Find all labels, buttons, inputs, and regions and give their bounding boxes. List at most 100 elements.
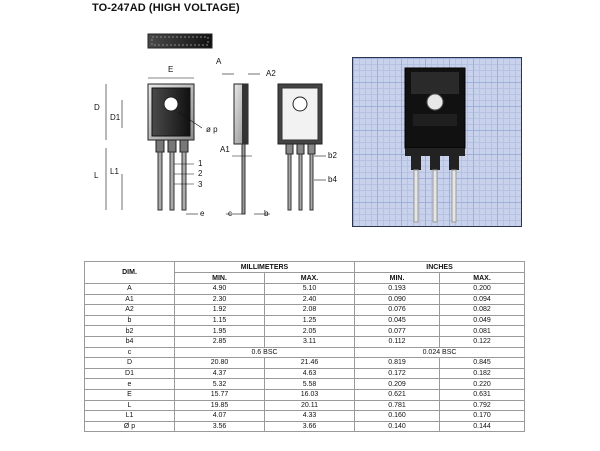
front-view xyxy=(147,83,195,211)
dim-label-L: L xyxy=(94,171,99,180)
dim-cell: L xyxy=(84,399,175,412)
dim-cell: b4 xyxy=(84,335,175,348)
in-min-cell: 0.193 xyxy=(354,283,441,295)
in-max-cell: 0.200 xyxy=(439,283,526,295)
side-view xyxy=(233,83,249,215)
in-max-cell: 0.182 xyxy=(439,367,526,380)
package-drawing: E A A2 D D1 ø p A1 b2 L L1 1 2 3 b4 e c … xyxy=(94,33,337,218)
mm-min-cell: 2.30 xyxy=(174,293,265,306)
mm-min-cell: 19.85 xyxy=(174,399,265,412)
mm-min-cell: 5.32 xyxy=(174,378,265,390)
in-max-cell: 0.144 xyxy=(439,420,526,433)
back-view xyxy=(277,83,323,211)
dim-label-phi-p: ø p xyxy=(206,125,218,134)
mm-max-cell: 1.25 xyxy=(263,314,356,327)
in-min-cell: 0.090 xyxy=(354,293,441,306)
dim-label-D: D xyxy=(94,103,100,112)
top-view-package xyxy=(147,33,213,49)
mm-min-cell: 4.90 xyxy=(174,283,265,295)
in-max-cell: 0.792 xyxy=(439,399,526,412)
dim-cell: e xyxy=(84,378,175,390)
pin-label-3: 3 xyxy=(198,180,203,189)
in-max-cell: 0.631 xyxy=(439,388,526,401)
in-min-cell: 0.140 xyxy=(354,420,441,433)
dim-cell: L1 xyxy=(84,410,175,422)
in-min-cell: 0.077 xyxy=(354,325,441,337)
mm-min-cell: 2.85 xyxy=(174,335,265,348)
dim-label-e: e xyxy=(200,209,205,218)
dim-label-c: c xyxy=(228,209,232,218)
mm-bsc-cell: 0.6 BSC xyxy=(173,346,356,359)
mm-min-cell: 1.92 xyxy=(174,304,265,316)
in-min-cell: 0.819 xyxy=(354,357,441,369)
in-min-cell: 0.160 xyxy=(354,410,441,422)
dim-label-L1: L1 xyxy=(110,167,119,176)
dim-cell: A1 xyxy=(84,293,175,306)
in-max-header: MAX. xyxy=(439,272,526,284)
component-photo xyxy=(352,57,522,227)
dim-label-A2: A2 xyxy=(266,69,276,78)
mm-max-cell: 3.11 xyxy=(263,335,356,348)
mm-min-cell: 3.56 xyxy=(174,420,265,433)
mm-max-cell: 5.10 xyxy=(263,283,356,295)
in-min-cell: 0.112 xyxy=(354,335,441,348)
millimeters-header: MILLIMETERS xyxy=(173,261,356,273)
dim-label-b4: b4 xyxy=(328,175,337,184)
mm-max-cell: 4.63 xyxy=(263,367,356,380)
in-min-cell: 0.172 xyxy=(354,367,441,380)
dim-cell: A xyxy=(84,283,175,295)
mm-min-cell: 1.95 xyxy=(174,325,265,337)
in-min-cell: 0.621 xyxy=(354,388,441,401)
mm-min-cell: 20.80 xyxy=(174,357,265,369)
in-bsc-cell: 0.024 BSC xyxy=(354,346,526,359)
pin-label-2: 2 xyxy=(198,169,203,178)
mm-min-cell: 4.37 xyxy=(174,367,265,380)
pin-label-1: 1 xyxy=(198,159,203,168)
in-min-cell: 0.076 xyxy=(354,304,441,316)
in-min-cell: 0.045 xyxy=(354,314,441,327)
mm-max-cell: 2.05 xyxy=(263,325,356,337)
dim-cell: b xyxy=(84,314,175,327)
mm-max-cell: 4.33 xyxy=(263,410,356,422)
mm-min-cell: 4.07 xyxy=(174,410,265,422)
in-max-cell: 0.122 xyxy=(439,335,526,348)
dim-cell: A2 xyxy=(84,304,175,316)
dim-label-A: A xyxy=(216,57,222,66)
dim-header: DIM. xyxy=(84,261,175,284)
in-max-cell: 0.049 xyxy=(439,314,526,327)
mm-max-cell: 20.11 xyxy=(263,399,356,412)
mm-min-cell: 15.77 xyxy=(174,388,265,401)
mm-min-cell: 1.15 xyxy=(174,314,265,327)
dim-cell: c xyxy=(84,346,175,359)
dim-cell: Ø p xyxy=(84,420,175,433)
dimensions-table: DIM. MILLIMETERS INCHES MIN. MAX. MIN. M… xyxy=(84,261,526,433)
dim-cell: b2 xyxy=(84,325,175,337)
page-title: TO-247AD (HIGH VOLTAGE) xyxy=(92,2,240,14)
inches-header: INCHES xyxy=(354,261,526,273)
mm-max-cell: 3.66 xyxy=(263,420,356,433)
in-max-cell: 0.094 xyxy=(439,293,526,306)
mm-max-cell: 16.03 xyxy=(263,388,356,401)
mm-max-cell: 21.46 xyxy=(263,357,356,369)
mm-max-cell: 2.40 xyxy=(263,293,356,306)
dim-cell: E xyxy=(84,388,175,401)
in-max-cell: 0.220 xyxy=(439,378,526,390)
in-max-cell: 0.170 xyxy=(439,410,526,422)
in-max-cell: 0.081 xyxy=(439,325,526,337)
dim-cell: D1 xyxy=(84,367,175,380)
dim-label-b2: b2 xyxy=(328,151,337,160)
mm-max-header: MAX. xyxy=(263,272,356,284)
dim-cell: D xyxy=(84,357,175,369)
